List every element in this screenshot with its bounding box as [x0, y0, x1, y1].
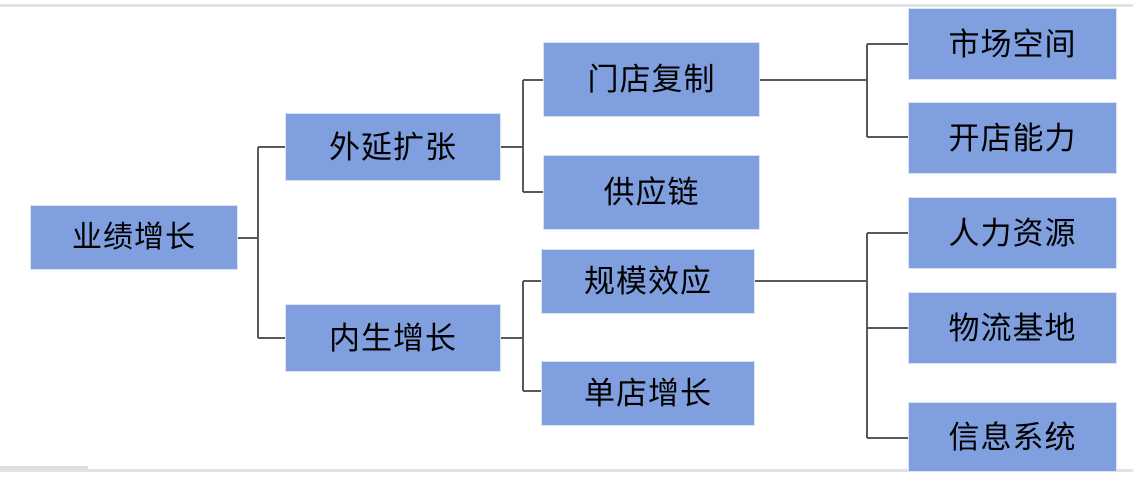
node-single-store-growth[interactable]: 单店增长 — [541, 361, 755, 426]
node-external-expansion[interactable]: 外延扩张 — [285, 113, 501, 181]
node-human-resources-label: 人力资源 — [948, 215, 1077, 251]
node-root-label: 业绩增长 — [72, 220, 196, 254]
node-external-expansion-label: 外延扩张 — [329, 129, 457, 165]
slide-bottom-left-rule — [0, 466, 88, 470]
node-scale-effect[interactable]: 规模效应 — [541, 249, 755, 314]
node-logistics-base[interactable]: 物流基地 — [908, 292, 1117, 364]
node-information-system[interactable]: 信息系统 — [908, 402, 1117, 472]
node-supply-chain[interactable]: 供应链 — [543, 155, 760, 230]
node-market-space[interactable]: 市场空间 — [908, 8, 1117, 80]
node-organic-growth[interactable]: 内生增长 — [285, 304, 501, 372]
node-scale-effect-label: 规模效应 — [584, 264, 712, 299]
node-root[interactable]: 业绩增长 — [30, 205, 238, 270]
node-human-resources[interactable]: 人力资源 — [908, 197, 1117, 269]
slide-bottom-rule — [0, 469, 1133, 472]
node-store-replication[interactable]: 门店复制 — [543, 42, 760, 117]
node-store-opening-capability-label: 开店能力 — [948, 120, 1077, 156]
node-organic-growth-label: 内生增长 — [329, 320, 457, 356]
node-information-system-label: 信息系统 — [948, 419, 1077, 455]
node-market-space-label: 市场空间 — [948, 26, 1077, 62]
node-supply-chain-label: 供应链 — [603, 175, 700, 210]
node-store-opening-capability[interactable]: 开店能力 — [908, 102, 1117, 174]
node-logistics-base-label: 物流基地 — [948, 310, 1077, 346]
slide-top-rule — [0, 4, 1133, 7]
node-store-replication-label: 门店复制 — [587, 62, 716, 97]
node-single-store-growth-label: 单店增长 — [584, 376, 712, 411]
